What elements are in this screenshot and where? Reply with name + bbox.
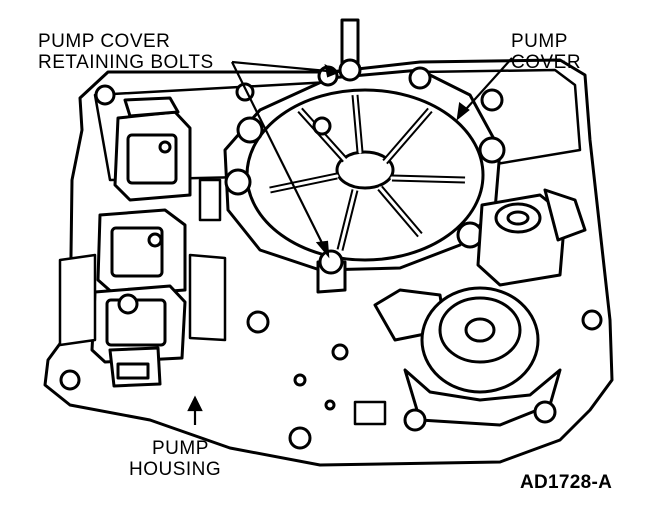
- boss: [581, 309, 603, 331]
- pump-cover: [223, 66, 506, 272]
- boss: [324, 399, 336, 411]
- boss: [59, 369, 81, 391]
- boss: [94, 84, 116, 106]
- label-line: PUMP: [152, 438, 209, 459]
- boss: [246, 310, 270, 334]
- label-pump-housing: PUMP HOUSING: [129, 438, 221, 480]
- label-line: PUMP: [511, 31, 568, 52]
- label-line: HOUSING: [129, 459, 222, 480]
- leader-bolts-top: [231, 60, 339, 74]
- right-bracket: [188, 253, 227, 342]
- left-bracket: [58, 253, 97, 347]
- solenoid-upper: [113, 96, 192, 202]
- label-pump-cover: PUMP COVER: [511, 31, 581, 73]
- label-line: COVER: [511, 52, 582, 73]
- solenoid-middle: [96, 208, 187, 297]
- boss: [331, 343, 349, 361]
- right-pump-motor: [476, 188, 587, 287]
- boss: [293, 373, 307, 387]
- boss: [480, 88, 504, 112]
- figure-id: AD1728-A: [520, 472, 613, 493]
- label-pump-cover-bolts: PUMP COVER RETAINING BOLTS: [38, 31, 214, 73]
- label-line: PUMP COVER: [38, 31, 171, 52]
- label-line: RETAINING BOLTS: [38, 52, 214, 73]
- solenoid-lower: [90, 284, 187, 388]
- leader-bolts-bottom: [231, 61, 329, 256]
- retaining-bolt-bottom: [316, 249, 347, 294]
- lower-motor-assembly: [373, 286, 562, 432]
- boss: [288, 426, 312, 450]
- leader-lines: [187, 57, 513, 425]
